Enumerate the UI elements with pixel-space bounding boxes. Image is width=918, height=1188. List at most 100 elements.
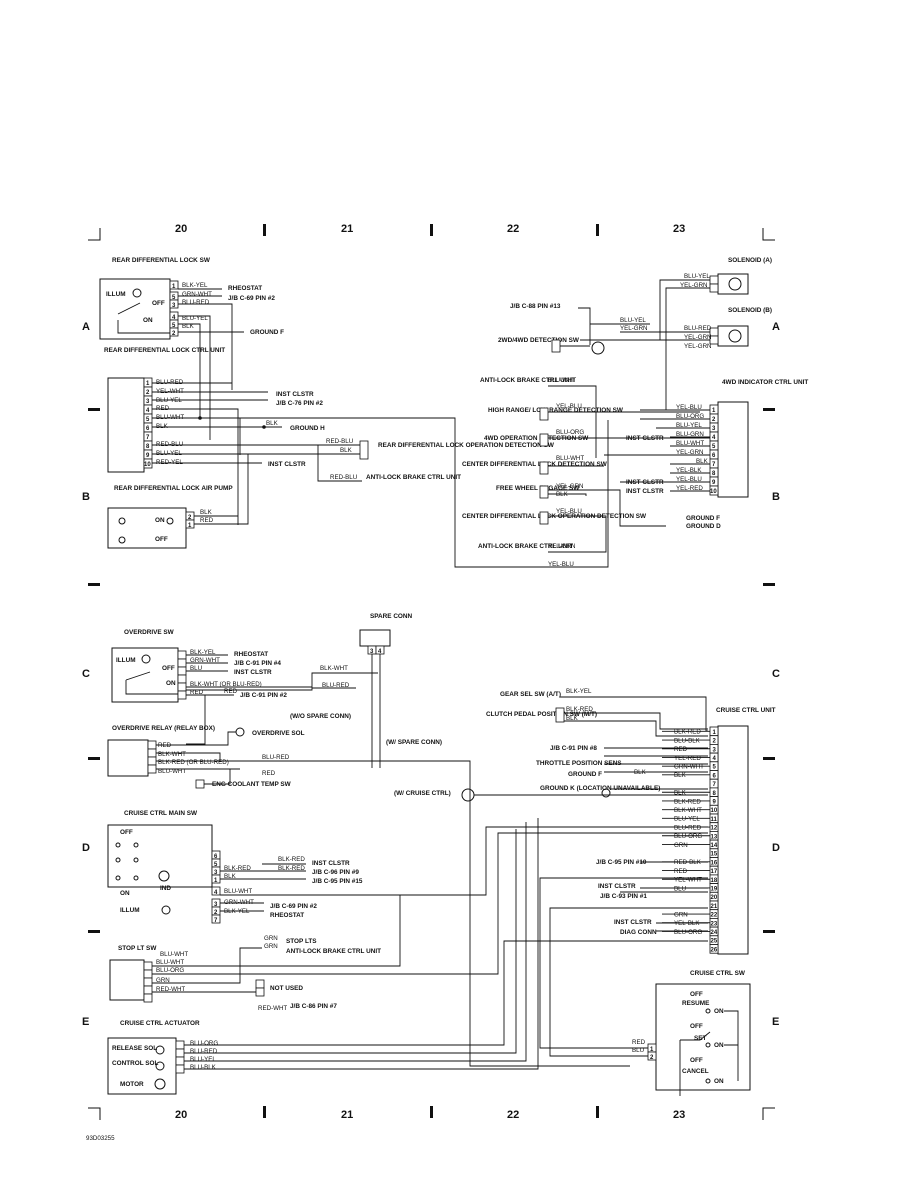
diagram-label: OVERDRIVE SOL xyxy=(252,730,305,737)
diagram-label: MOTOR xyxy=(120,1081,144,1088)
rear-diff-lock-ctrl-unit: REAR DIFFERENTIAL LOCK CTRL UNIT 1 2 3 4… xyxy=(104,347,609,568)
cruise-unit-wire-label: BLU-ORG xyxy=(674,833,702,840)
diagram-label: CRUISE CTRL SW xyxy=(690,970,746,977)
col-label: 22 xyxy=(507,1109,519,1121)
diagram-label: J/B C-86 PIN #7 xyxy=(290,1003,337,1010)
diagram-label: CANCEL xyxy=(682,1068,709,1075)
diagram-label: ANTI-LOCK BRAKE CTRL UNIT xyxy=(366,474,461,481)
diagram-label: ANTI-LOCK BRAKE CTRL UNIT xyxy=(480,377,575,384)
diagram-label: 4 xyxy=(378,649,382,655)
diagram-label: INST CLSTR xyxy=(234,669,272,676)
diagram-label: INST CLSTR xyxy=(312,860,350,867)
diagram-label: DIAG CONN xyxy=(620,929,657,936)
row-label: E xyxy=(772,1016,779,1028)
diagram-label: J/B C-88 PIN #13 xyxy=(510,303,561,310)
cruise-unit-wire-label: RED-BLK xyxy=(674,859,702,866)
cruise-unit-wire-label: BLK xyxy=(674,790,687,797)
diagram-label: ON xyxy=(120,890,130,897)
diagram-label: 4 xyxy=(146,408,150,414)
diagram-label: OFF xyxy=(690,991,703,998)
overdrive-relay: OVERDRIVE RELAY (RELAY BOX) RED BLK-WHT … xyxy=(107,725,708,1067)
diagram-label: BLU-YEL xyxy=(620,317,646,324)
diagram-label: STOP LTS xyxy=(286,938,317,945)
diagram-label: 5 xyxy=(172,323,176,329)
diagram-label: INST CLSTR xyxy=(268,461,306,468)
diagram-label: GROUND K (LOCATION UNAVAILABLE) xyxy=(540,785,660,792)
diagram-label: YEL-GRN xyxy=(684,334,712,341)
diagram-label: 1 xyxy=(712,408,716,414)
diagram-label: REAR DIFFERENTIAL LOCK AIR PUMP xyxy=(114,485,233,492)
diagram-label: HIGH RANGE/ LOW RANGE DETECTION SW xyxy=(488,407,624,414)
col-label: 21 xyxy=(341,223,353,235)
diagram-label: YEL-GRN xyxy=(676,449,704,456)
diagram-label: BLK xyxy=(156,423,169,430)
diagram-label: ILLUM xyxy=(116,657,136,664)
spare-conn: SPARE CONN 3 4 BLK-WHT BLU-RED (W/O SPAR… xyxy=(290,613,442,768)
diagram-label: INST CLSTR xyxy=(626,435,664,442)
diagram-label: BLK xyxy=(266,420,279,427)
diagram-label: YEL-GRN xyxy=(548,543,576,550)
wire-label: GRN-WHT xyxy=(182,291,212,298)
diagram-label: BLK-WHT xyxy=(158,751,186,758)
diagram-label: 3 xyxy=(146,399,150,405)
row-label: E xyxy=(82,1016,89,1028)
diagram-label: 2 xyxy=(146,390,150,396)
diagram-label: ON xyxy=(155,517,165,524)
diagram-label: J/B C-95 PIN #15 xyxy=(312,878,363,885)
cruise-unit-pin-number: 18 xyxy=(711,878,718,884)
diagram-label: GEAR SEL SW (A/T) xyxy=(500,691,561,698)
diagram-label: YEL-BLU xyxy=(548,561,574,568)
diagram-label: CLUTCH PEDAL POSITION SW (M/T) xyxy=(486,711,597,718)
cruise-unit-wire-label: BLU-ORG xyxy=(674,929,702,936)
diagram-label: BLK xyxy=(696,458,709,465)
diagram-label: YEL-RED xyxy=(676,485,703,492)
diagram-label: RED xyxy=(158,742,172,749)
diagram-label: YEL-GRN xyxy=(620,325,648,332)
diagram-label: (W/ SPARE CONN) xyxy=(386,739,442,746)
diagram-label: SOLENOID (A) xyxy=(728,257,772,264)
diagram-label: 7 xyxy=(214,918,218,924)
cruise-unit-pin-number: 26 xyxy=(711,947,718,953)
diagram-label: RED-BLU xyxy=(156,441,183,448)
diagram-label: RHEOSTAT xyxy=(270,912,304,919)
diagram-label: BLK xyxy=(340,447,353,454)
diagram-label: RED-WHT xyxy=(258,1005,287,1012)
diagram-label: INST CLSTR xyxy=(626,488,664,495)
diagram-label: BLU-WHT xyxy=(160,951,188,958)
diagram-label: BLK-RED (OR BLU-RED) xyxy=(158,759,229,766)
diagram-label: OVERDRIVE SW xyxy=(124,629,175,636)
sw-contact xyxy=(117,302,170,334)
diagram-label: 5 xyxy=(712,444,716,450)
diagram-label: CRUISE CTRL UNIT xyxy=(716,707,776,714)
diagram-label: GROUND F xyxy=(686,515,720,522)
diagram-label: BLU xyxy=(632,1047,644,1054)
cruise-unit-pin-number: 8 xyxy=(713,791,717,797)
diagram-label: CRUISE CTRL ACTUATOR xyxy=(120,1020,200,1027)
diagram-label: ANTI-LOCK BRAKE CTRL UNIT xyxy=(286,948,381,955)
cruise-ctrl-sw: CRUISE CTRL SW OFF RESUME ON OFF SET ON … xyxy=(539,877,751,1096)
diagram-label: J/B C-91 PIN #2 xyxy=(240,692,287,699)
diagram-label: CENTER DIFFERENTIAL LOCK OPERATION DETEC… xyxy=(462,513,647,520)
diagram-label: CONTROL SOL xyxy=(112,1060,158,1067)
solenoids: SOLENOID (A) SOLENOID (B) BLU-YEL YEL-GR… xyxy=(498,257,772,410)
ctrl-unit-label: REAR DIFFERENTIAL LOCK CTRL UNIT xyxy=(104,347,225,354)
diagram-label: J/B C-93 PIN #1 xyxy=(600,893,647,900)
cruise-unit-pin xyxy=(709,944,719,954)
diagram-label: RELEASE SOL xyxy=(112,1045,157,1052)
diagram-label: GRN-WHT xyxy=(224,899,254,906)
diagram-label: ON xyxy=(166,680,176,687)
diagram-label: BLK-RED xyxy=(278,865,305,872)
diagram-label: BLU-WHT xyxy=(676,440,704,447)
cruise-unit-wire-label: BLK-WHT xyxy=(674,807,702,814)
cruise-unit-wire-label: BLU xyxy=(674,885,686,892)
diagram-label: BLU-YEL xyxy=(156,397,182,404)
diagram-label: STOP LT SW xyxy=(118,945,157,952)
diagram-label: 4WD OPERATION DETECTION SW xyxy=(484,435,589,442)
diagram-label: RED xyxy=(262,770,276,777)
diagram-label: BLK-WHT xyxy=(320,665,348,672)
col-label: 20 xyxy=(175,223,187,235)
cruise-unit-pin-number: 16 xyxy=(711,860,718,866)
diagram-label: 8 xyxy=(146,444,150,450)
diagram-label: GRN xyxy=(264,935,278,942)
